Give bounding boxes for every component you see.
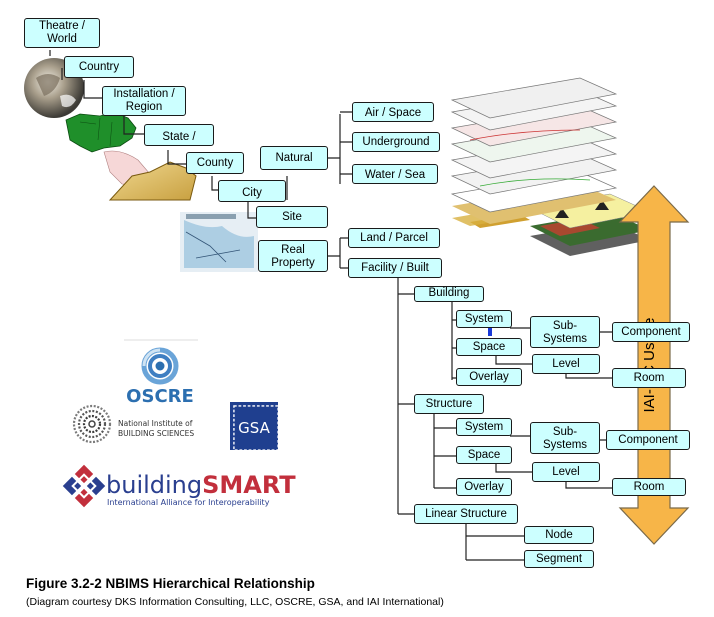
- structure-component-node: Component: [606, 430, 690, 450]
- facility-built-node: Facility / Built: [348, 258, 442, 278]
- buildingsmart-logo-text-a: building: [106, 471, 202, 499]
- city-node: City: [218, 180, 286, 202]
- building-component-node: Component: [612, 322, 690, 342]
- building-level-node: Level: [532, 354, 600, 374]
- gsa-logo: GSA: [230, 402, 279, 451]
- linear-structure-node: Linear Structure: [414, 504, 518, 524]
- structure-node: Structure: [414, 394, 484, 414]
- structure-room-node: Room: [612, 478, 686, 496]
- nibs-logo: National Institute of BUILDING SCIENCES: [72, 404, 194, 444]
- structure-system-node: System: [456, 418, 512, 436]
- figure-caption-subtitle: (Diagram courtesy DKS Information Consul…: [26, 596, 444, 608]
- building-system-node: System: [456, 310, 512, 328]
- buildingsmart-logo: buildingSMART International Alliance for…: [62, 464, 296, 508]
- building-node: Building: [414, 286, 484, 302]
- theatre-world-node: Theatre / World: [24, 18, 100, 48]
- underground-node: Underground: [352, 132, 440, 152]
- oscre-logo-text: OSCRE: [126, 386, 194, 407]
- structure-subsystems-node: Sub- Systems: [530, 422, 600, 454]
- building-system-marker: [488, 324, 492, 336]
- structure-level-node: Level: [532, 462, 600, 482]
- structure-overlay-node: Overlay: [456, 478, 512, 496]
- buildingsmart-logo-text-b: SMART: [202, 471, 296, 499]
- water-sea-node: Water / Sea: [352, 164, 438, 184]
- building-room-node: Room: [612, 368, 686, 388]
- building-overlay-node: Overlay: [456, 368, 522, 386]
- installation-region-node: Installation / Region: [102, 86, 186, 116]
- land-parcel-node: Land / Parcel: [348, 228, 440, 248]
- country-node: Country: [64, 56, 134, 78]
- svg-text:buildingSMART: buildingSMART: [106, 471, 296, 499]
- air-space-node: Air / Space: [352, 102, 434, 122]
- segment-node: Segment: [524, 550, 594, 568]
- oscre-logo: OSCRE: [124, 339, 198, 407]
- county-map-image: [180, 212, 258, 272]
- real-property-node: Real Property: [258, 240, 328, 272]
- iai-ifc-usage-arrow: [618, 185, 690, 545]
- gsa-logo-text: GSA: [238, 419, 270, 437]
- usa-map-image: [65, 111, 137, 153]
- building-space-node: Space: [456, 338, 522, 356]
- gis-layers-image: [450, 77, 651, 256]
- nibs-line-1: National Institute of: [118, 419, 193, 428]
- state-map-image: [103, 150, 197, 201]
- building-subsystems-node: Sub- Systems: [530, 316, 600, 348]
- connector-lines: [49, 50, 612, 561]
- nibs-line-2: BUILDING SCIENCES: [118, 429, 194, 438]
- node-node: Node: [524, 526, 594, 544]
- buildingsmart-tagline: International Alliance for Interoperabil…: [107, 498, 270, 507]
- county-node: County: [186, 152, 244, 174]
- state-node: State /: [144, 124, 214, 146]
- site-node: Site: [256, 206, 328, 228]
- structure-space-node: Space: [456, 446, 512, 464]
- figure-caption-title: Figure 3.2-2 NBIMS Hierarchical Relation…: [26, 576, 315, 591]
- natural-node: Natural: [260, 146, 328, 170]
